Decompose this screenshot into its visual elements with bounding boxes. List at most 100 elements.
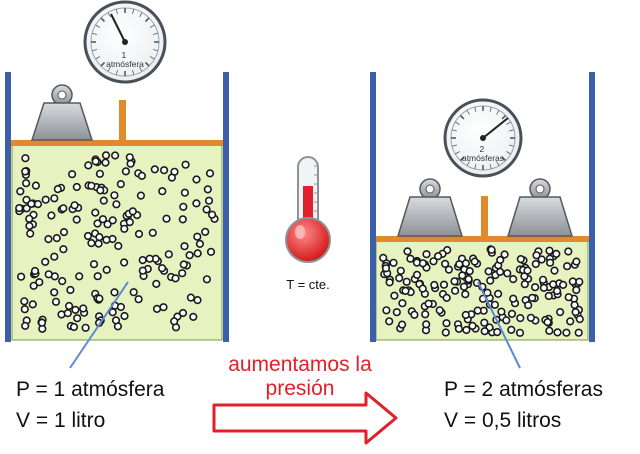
gas-particle (496, 267, 505, 277)
thermometer (285, 156, 331, 263)
gas-particle (455, 260, 464, 269)
gas-particle (158, 264, 167, 273)
left-pointer-line (69, 281, 129, 369)
gas-particle (95, 294, 104, 303)
gas-particle (128, 207, 137, 216)
gas-particle (381, 264, 391, 273)
gas-particle (406, 254, 415, 263)
gas-particle (129, 288, 138, 297)
gas-particle (150, 165, 159, 174)
gas-particle (458, 271, 467, 280)
gas-particle (530, 283, 540, 292)
gas-particle (44, 235, 53, 244)
gauge-tick (489, 163, 492, 170)
gas-particle (193, 296, 202, 305)
gas-particle (574, 328, 583, 337)
gauge-tick (107, 12, 111, 18)
gas-particle (21, 154, 30, 163)
gas-particle (520, 280, 529, 289)
gas-particle (564, 247, 573, 256)
left-pressure-label: P = 1 atmósfera (16, 378, 165, 401)
gas-particle (480, 318, 489, 327)
gas-particle (538, 275, 548, 284)
gas-particle (524, 301, 533, 310)
gas-particle (193, 249, 202, 258)
gas-particle (545, 246, 554, 255)
gas-particle (81, 323, 90, 332)
transition-label-line2: presión (265, 377, 335, 400)
gauge-tick (152, 32, 158, 35)
gauge-tick (144, 17, 150, 23)
gas-particle (195, 239, 204, 248)
gauge-tick (474, 106, 477, 113)
gas-particle (37, 318, 47, 327)
left-gauge-label-unit: atmósfera (106, 59, 144, 69)
gas-particle (208, 210, 217, 219)
gas-particle (47, 211, 56, 220)
gas-particle (72, 215, 81, 224)
gas-particle (545, 326, 554, 335)
gauge-tick (455, 151, 460, 155)
gauge-tick (144, 61, 150, 67)
gas-particle (110, 151, 120, 160)
gas-particle (548, 280, 558, 289)
gas-particle (539, 283, 549, 293)
gas-particle (114, 241, 123, 251)
gas-particle (507, 309, 517, 319)
gas-particle (402, 277, 411, 286)
gas-particle (25, 214, 34, 223)
gauge-tick (506, 151, 511, 155)
gas-particle (201, 227, 210, 236)
gas-particle (58, 277, 67, 286)
gas-particle (59, 228, 69, 237)
gas-particle (50, 288, 59, 297)
gas-particle (571, 308, 580, 317)
gas-particle (164, 250, 173, 259)
gas-particle (526, 313, 536, 322)
gas-particle (422, 250, 431, 259)
right-pressure-label: P = 2 atmósferas (444, 378, 603, 401)
gas-particle (110, 288, 119, 297)
gas-particle (490, 300, 500, 309)
gas-particle (461, 310, 470, 320)
gas-particle (202, 275, 211, 284)
gas-particle (444, 265, 454, 274)
gas-particle (570, 300, 579, 310)
gas-particle (470, 257, 479, 266)
gas-particle (125, 218, 134, 227)
gas-particle (116, 180, 125, 189)
gauge-tick (92, 49, 98, 52)
gauge-tick (115, 69, 118, 75)
left-gas-region (11, 143, 223, 341)
left-gauge-needle (110, 13, 126, 43)
gas-particle (29, 281, 38, 290)
gas-particle (84, 161, 93, 170)
gauge-tick (508, 144, 515, 147)
gas-particle (509, 275, 518, 284)
right-wall-left (370, 72, 376, 342)
gauge-tick (466, 161, 470, 166)
gas-particle (120, 224, 129, 233)
gas-particle (468, 321, 477, 331)
gauge-tick (455, 121, 460, 125)
gas-particle (110, 191, 119, 200)
gas-particle (494, 289, 503, 299)
gas-particle (484, 267, 493, 276)
gas-particle (73, 314, 82, 323)
gas-particle (424, 299, 433, 308)
gas-particle (152, 304, 162, 314)
gauge-tick (92, 32, 98, 35)
gas-particle (422, 320, 431, 329)
gas-particle (25, 221, 34, 231)
gas-particle (71, 305, 80, 315)
gas-particle (91, 208, 100, 217)
gas-particle (566, 317, 575, 326)
right-gauge-label: 2 atmósferas (462, 144, 504, 163)
right-pressure-gauge: 2 atmósferas (443, 98, 523, 178)
gas-particle (418, 259, 428, 268)
gas-particle (189, 312, 198, 322)
gas-particle (575, 315, 584, 324)
gas-particle (70, 201, 79, 210)
gauge-tick (451, 144, 458, 147)
gas-particle (21, 321, 30, 331)
